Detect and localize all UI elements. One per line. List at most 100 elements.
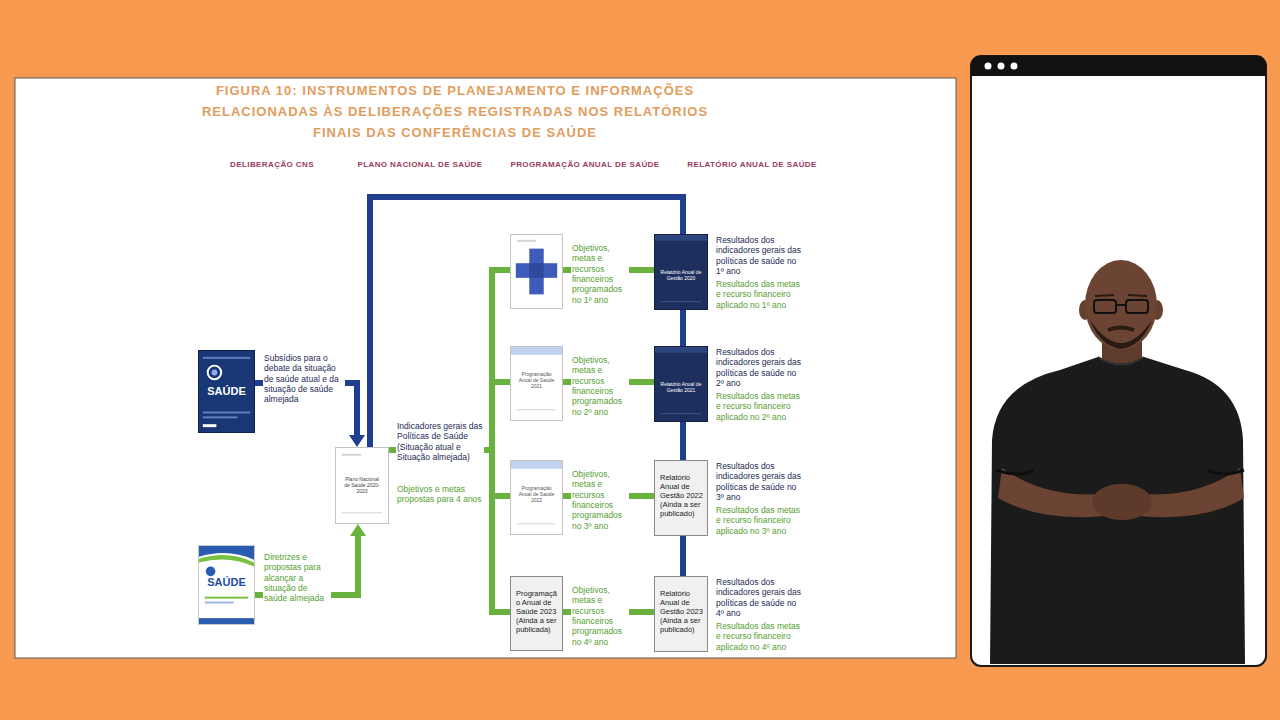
column-header: PLANO NACIONAL DE SAÚDE — [357, 160, 482, 170]
annotation-text: Objetivos, metas e recursos financeiros … — [571, 469, 629, 531]
glasses — [1126, 300, 1148, 313]
document-thumbnail: Programação Anual de Saúde 2022Objetivos… — [510, 460, 563, 535]
decoration — [661, 301, 701, 303]
decoration — [529, 249, 543, 295]
decoration — [205, 597, 248, 599]
thumbnail-content: Plano Nacional de Saúde 2020-2023 — [336, 448, 388, 497]
thumbnail-text: Plano Nacional de Saúde 2020-2023 — [342, 476, 382, 494]
decoration — [516, 263, 557, 278]
window-frame — [971, 56, 1266, 666]
thumbnail-content: SAÚDE — [199, 546, 254, 591]
thumbnail-content: SAÚDE — [199, 351, 254, 400]
glasses — [1094, 300, 1116, 313]
thumbnail-text: Relatório Anual de Gestão 2022 (Ainda a … — [660, 473, 704, 518]
shirt — [990, 357, 1245, 664]
thumbnail-text: Relatório Anual de Gestão 2021 — [660, 381, 702, 393]
decoration — [655, 347, 707, 353]
sleeve-edge — [1208, 470, 1244, 474]
connector — [683, 422, 684, 460]
document-thumbnail: Programação Anual de Saúde 2023 (Ainda a… — [510, 576, 563, 651]
decoration — [517, 523, 555, 525]
forearm — [998, 468, 1104, 517]
thumbnail-text: Relatório Anual de Gestão 2023 (Ainda a … — [660, 589, 704, 634]
decoration — [511, 347, 562, 355]
decoration — [199, 351, 254, 432]
document-thumbnail: Plano Nacional de Saúde 2020-2023Indicad… — [335, 447, 389, 524]
moustache — [1108, 328, 1134, 331]
connector — [683, 310, 684, 346]
thumbnail-content: Programação Anual de Saúde 2021 — [511, 347, 562, 392]
decoration — [199, 618, 254, 624]
thumbnail-content: Relatório Anual de Gestão 2020 — [655, 235, 707, 284]
thumbnail-text: Programação Anual de Saúde 2022 — [517, 485, 556, 503]
document-thumbnail: Relatório Anual de Gestão 2020Resultados… — [654, 234, 708, 310]
connector — [683, 536, 684, 576]
window-dot — [985, 63, 992, 70]
annotation-text: Resultados dos indicadores gerais das po… — [715, 235, 805, 276]
figure-panel — [15, 78, 956, 658]
column-header: RELATÓRIO ANUAL DE SAÚDE — [687, 160, 816, 170]
annotation-text: Resultados dos indicadores gerais das po… — [715, 347, 805, 388]
decoration — [342, 454, 361, 456]
annotation-text: Resultados dos indicadores gerais das po… — [715, 461, 805, 502]
thumbnail-content: Relatório Anual de Gestão 2021 — [655, 347, 707, 396]
decoration — [203, 424, 217, 427]
thumbnail-content: Programação Anual de Saúde 2022 — [511, 461, 562, 506]
annotation-text: Resultados das metas e recurso financeir… — [715, 279, 805, 310]
hands — [1092, 484, 1152, 520]
decoration — [208, 366, 222, 380]
window-dot — [998, 63, 1005, 70]
document-thumbnail: SAÚDEDiretrizes e propostas para alcança… — [198, 545, 255, 625]
video-window — [971, 56, 1266, 666]
thumbnail-content: Relatório Anual de Gestão 2023 (Ainda a … — [655, 577, 707, 638]
annotation-text: Objetivos, metas e recursos financeiros … — [571, 243, 629, 305]
annotation-text: Resultados das metas e recurso financeir… — [715, 505, 805, 536]
document-thumbnail: Programação Anual de Saúde 2021Objetivos… — [510, 346, 563, 421]
eyebrow — [1095, 295, 1114, 296]
sleeve-edge — [996, 470, 1034, 474]
figure-title: FIGURA 10: INSTRUMENTOS DE PLANEJAMENTO … — [180, 80, 730, 143]
glasses-bridge — [1116, 304, 1126, 306]
connector-line — [680, 422, 686, 460]
decoration — [342, 512, 382, 514]
thumbnail-text: SAÚDE — [202, 576, 251, 588]
head — [1085, 260, 1157, 350]
annotation-text: Objetivos, metas e recursos financeiros … — [571, 585, 629, 647]
document-thumbnail: Objetivos, metas e recursos financeiros … — [510, 234, 563, 309]
window-bar — [971, 56, 1266, 76]
annotation-text: Subsídios para o debate da situação de s… — [263, 353, 345, 405]
decoration — [661, 413, 701, 415]
connector — [389, 450, 510, 612]
connector-line — [680, 536, 686, 576]
decoration — [212, 370, 218, 376]
decoration — [517, 240, 536, 242]
thumbnail-art — [511, 235, 562, 308]
annotation-text: Objetivos, metas e recursos financeiros … — [571, 355, 629, 417]
decoration — [511, 461, 562, 469]
connector-line — [370, 197, 683, 447]
decoration — [655, 235, 707, 241]
document-thumbnail: Relatório Anual de Gestão 2023 (Ainda a … — [654, 576, 708, 652]
thumbnail-text: Programação Anual de Saúde 2023 (Ainda a… — [516, 589, 559, 634]
forearm — [1140, 468, 1244, 517]
window-dot — [1011, 63, 1018, 70]
annotation-text: Indicadores gerais das Políticas de Saúd… — [396, 421, 484, 462]
decoration — [199, 555, 254, 566]
decoration — [206, 566, 216, 576]
thumbnail-text: SAÚDE — [202, 385, 251, 397]
beard — [1090, 320, 1152, 349]
decoration — [529, 263, 543, 278]
decoration — [203, 412, 250, 414]
document-thumbnail: Relatório Anual de Gestão 2021Resultados… — [654, 346, 708, 422]
connector — [370, 197, 683, 447]
connector-line — [680, 310, 686, 346]
arrowhead — [350, 524, 366, 536]
decoration — [205, 602, 234, 604]
column-header: PROGRAMAÇÃO ANUAL DE SAÚDE — [510, 160, 659, 170]
arrowhead — [349, 435, 365, 447]
collar — [1098, 357, 1144, 365]
annotation-text: Objetivos e metas propostas para 4 anos — [396, 484, 484, 505]
document-thumbnail: SAÚDESubsídios para o debate da situação… — [198, 350, 255, 433]
decoration — [517, 409, 555, 411]
